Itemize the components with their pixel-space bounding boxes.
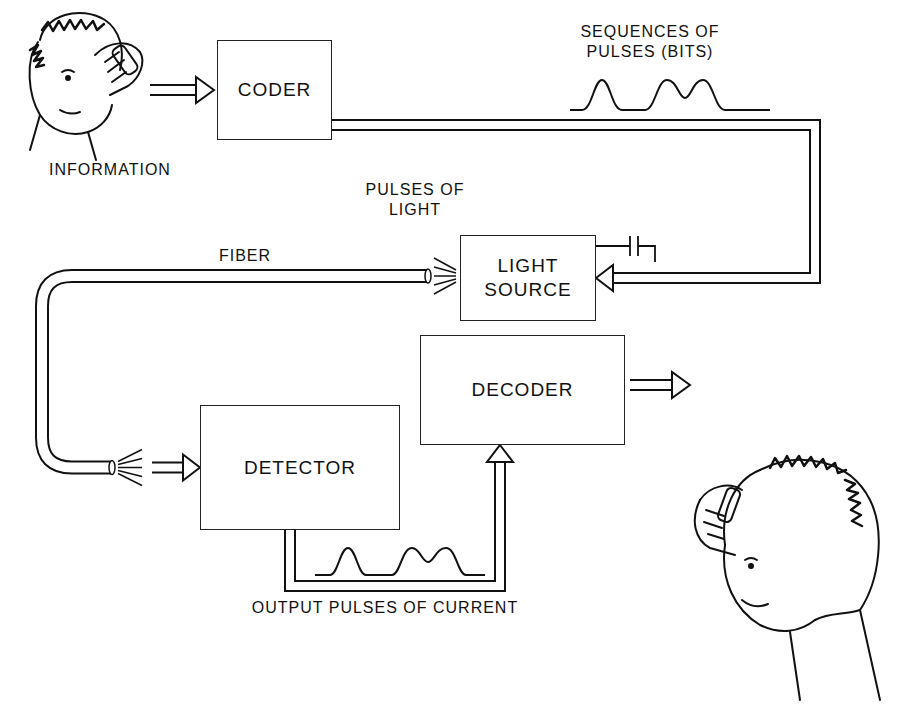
listener-figure: [695, 456, 880, 700]
drive-terminal: [596, 236, 655, 262]
process-box: CODER: [217, 40, 332, 140]
bit-pulses: [570, 80, 770, 110]
process-box: DETECTOR: [200, 405, 400, 530]
fiber-label: FIBER: [200, 246, 290, 266]
source-label: INFORMATION: [30, 160, 190, 180]
speaker-figure: [30, 13, 143, 160]
box-text: DECODER: [471, 378, 573, 402]
current-pulses: [315, 548, 485, 575]
signal-label: SEQUENCES OF PULSES (BITS): [565, 22, 735, 62]
box-text: DETECTOR: [244, 456, 356, 480]
process-box: DECODER: [420, 335, 625, 445]
output-arrow: [628, 372, 690, 398]
box-text: LIGHT SOURCE: [471, 254, 585, 302]
light-label: PULSES OF LIGHT: [360, 180, 470, 220]
input-arrow: [148, 77, 214, 103]
process-box: LIGHT SOURCE: [460, 235, 596, 321]
signal-label: OUTPUT PULSES OF CURRENT: [215, 598, 555, 618]
box-text: CODER: [238, 78, 312, 102]
